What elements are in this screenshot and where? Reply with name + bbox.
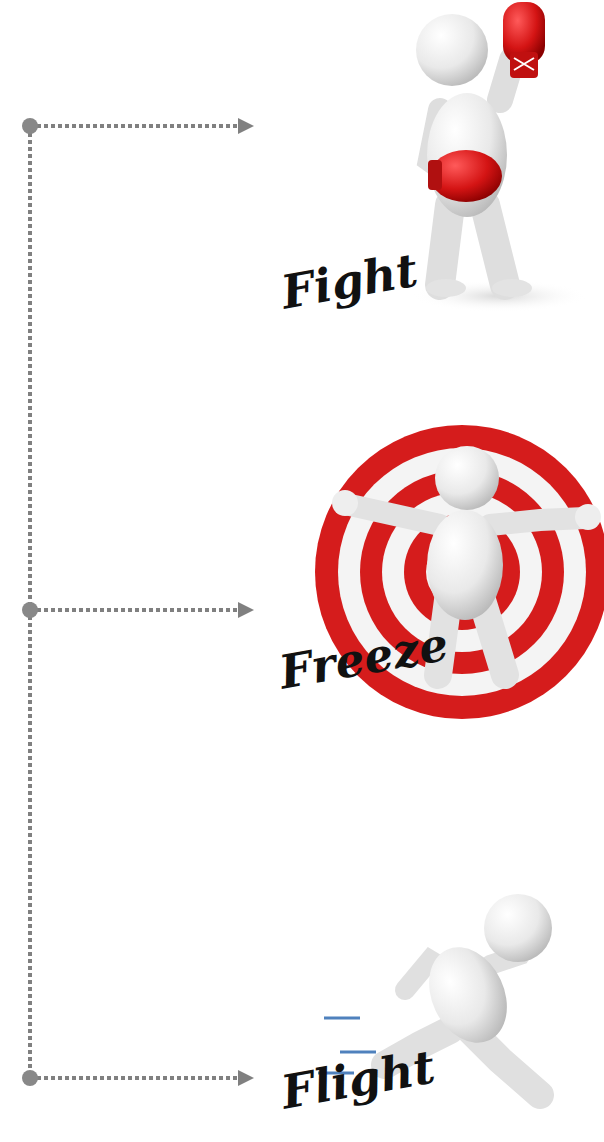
limb <box>490 518 585 525</box>
torso <box>427 93 507 217</box>
hand <box>332 490 358 516</box>
glove-cuff <box>428 160 442 190</box>
glove-lace <box>514 58 534 70</box>
response-label: Fight <box>278 247 421 316</box>
bracket-arrow <box>30 608 246 612</box>
foot <box>426 279 466 297</box>
bracket-dot <box>22 118 38 134</box>
bracket-dot <box>22 602 38 618</box>
response-label: Flight <box>278 1044 438 1116</box>
head <box>435 446 499 510</box>
bracket-dots <box>22 118 38 1086</box>
limb <box>440 205 450 285</box>
limb <box>350 505 440 525</box>
limb <box>485 205 505 285</box>
torso <box>427 510 503 620</box>
speed-line <box>324 1017 360 1020</box>
figure-label-box: Freeze <box>270 620 500 730</box>
glove-cuff <box>510 52 538 78</box>
bracket-dot <box>22 1070 38 1086</box>
response-label: Freeze <box>276 621 451 696</box>
figure-label-box: Fight <box>270 240 490 350</box>
bracket <box>30 126 246 1078</box>
hand <box>575 504 601 530</box>
foot <box>492 279 532 297</box>
figure-label-box: Flight <box>270 1040 490 1140</box>
boxer-figure <box>412 2 588 312</box>
bracket-arrow <box>30 1076 246 1080</box>
head <box>416 14 488 86</box>
bracket-arrow <box>30 124 246 128</box>
head <box>484 894 552 962</box>
